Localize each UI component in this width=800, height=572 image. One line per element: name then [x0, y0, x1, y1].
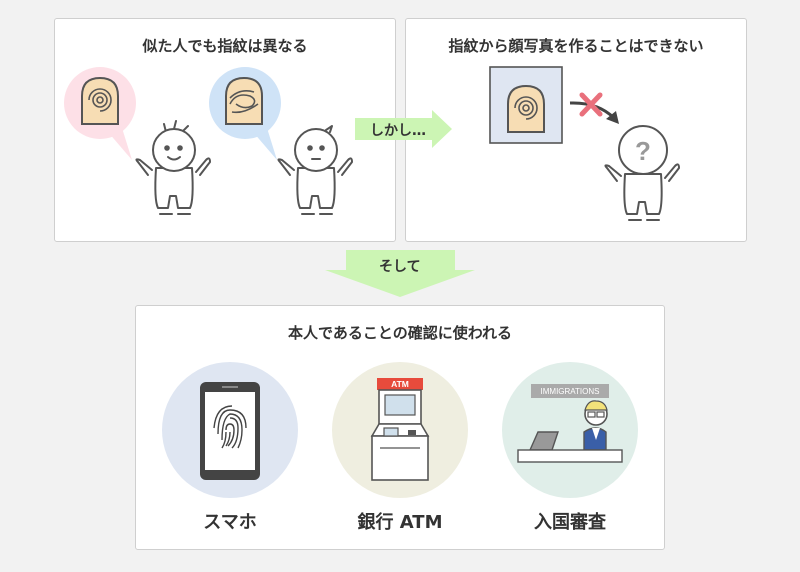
smartphone-fingerprint-icon [200, 382, 260, 480]
and-then-arrow-label: そして [379, 259, 421, 275]
person-smiling-icon [135, 120, 211, 215]
question-mark-icon: ? [635, 136, 651, 166]
and-then-arrow [325, 250, 475, 297]
however-arrow [355, 110, 452, 148]
atm-sign-text: ATM [391, 379, 409, 389]
however-arrow-label: しかし… [370, 123, 426, 139]
unknown-person-icon [604, 125, 680, 221]
panel-title-identity-uses: 本人であることの確認に使われる [288, 324, 512, 342]
fingerprint-loop-icon [225, 76, 263, 125]
immigration-sign-text: IMMIGRATIONS [541, 387, 600, 396]
immigration-background-circle [502, 362, 638, 498]
caption-immigration: 入国審査 [534, 512, 606, 533]
person-neutral-icon [277, 125, 353, 215]
caption-bank-atm: 銀行 ATM [357, 512, 443, 533]
fingerprint-whorl-icon [81, 76, 119, 125]
caption-smartphone: スマホ [203, 512, 257, 533]
red-cross-icon [579, 92, 603, 117]
panel-title-similar-people: 似た人でも指紋は異なる [142, 37, 308, 55]
panel-no-face-from-fingerprint: 指紋から顔写真を作ることはできない [405, 18, 747, 242]
fingerprint-photo-frame-icon [489, 66, 563, 144]
panel-title-no-face: 指紋から顔写真を作ることはできない [448, 37, 704, 55]
atm-icon [370, 378, 430, 481]
immigration-officer-icon [517, 384, 623, 463]
